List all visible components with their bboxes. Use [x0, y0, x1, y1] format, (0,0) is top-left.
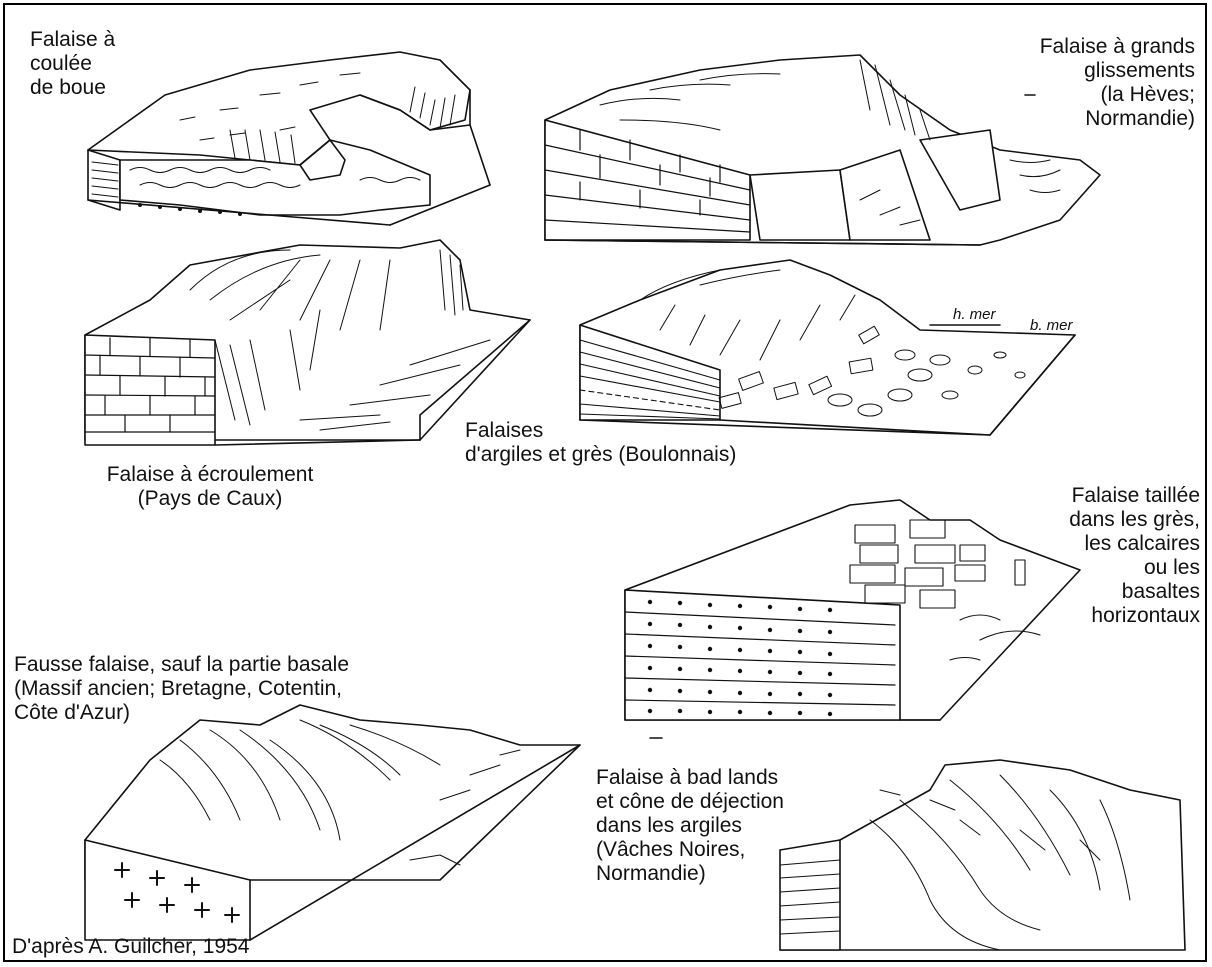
- source-credit: D'après A. Guilcher, 1954: [12, 935, 249, 959]
- block-fausse-falaise: [85, 705, 580, 940]
- label-argiles-gres: Falaises d'argiles et grès (Boulonnais): [465, 419, 736, 467]
- block-ecroulement: [85, 240, 530, 445]
- label-grands-glissements: Falaise à grands glissements (la Hèves; …: [960, 35, 1195, 131]
- label-falaise-taillee: Falaise taillée dans les grès, les calca…: [960, 484, 1200, 628]
- label-bad-lands: Falaise à bad lands et cône de déjection…: [596, 766, 784, 886]
- block-argiles-gres: [580, 260, 1075, 435]
- label-coulee-de-boue: Falaise à coulée de boue: [30, 28, 115, 100]
- label-ecroulement: Falaise à écroulement (Pays de Caux): [40, 463, 380, 511]
- block-bad-lands: [780, 760, 1185, 950]
- label-basse-mer: b. mer: [1030, 317, 1073, 334]
- block-coulee-de-boue: [88, 52, 490, 225]
- label-haute-mer: h. mer: [953, 306, 996, 323]
- label-fausse-falaise: Fausse falaise, sauf la partie basale (M…: [14, 653, 349, 725]
